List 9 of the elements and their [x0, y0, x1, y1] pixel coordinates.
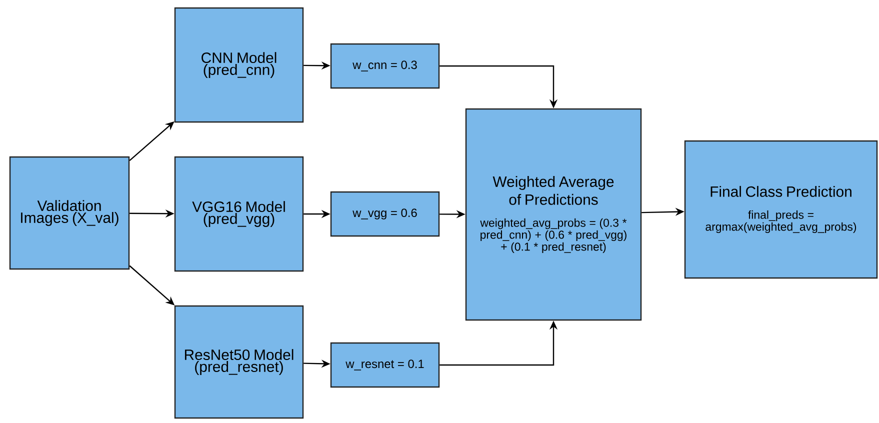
process-box: Weighted Average of Predictions weighted_avg_probs = (0.3 * pred_cnn) + (0.6 * pred_vgg) + (0.1 * pred_resnet) [465, 108, 642, 321]
input-box: Validation Images (X_val) [9, 156, 130, 270]
model-box: ResNet50 Model (pred_resnet) [174, 305, 304, 419]
model-box: CNN Model (pred_cnn) [174, 7, 304, 123]
output-box: Final Class Prediction final_preds = argmax(weighted_avg_probs) [684, 140, 878, 279]
weight-box: w_resnet = 0.1 [330, 342, 440, 388]
model-box: VGG16 Model (pred_vgg) [174, 156, 304, 272]
weight-box: w_cnn = 0.3 [330, 43, 440, 89]
weight-box: w_vgg = 0.6 [330, 191, 440, 237]
